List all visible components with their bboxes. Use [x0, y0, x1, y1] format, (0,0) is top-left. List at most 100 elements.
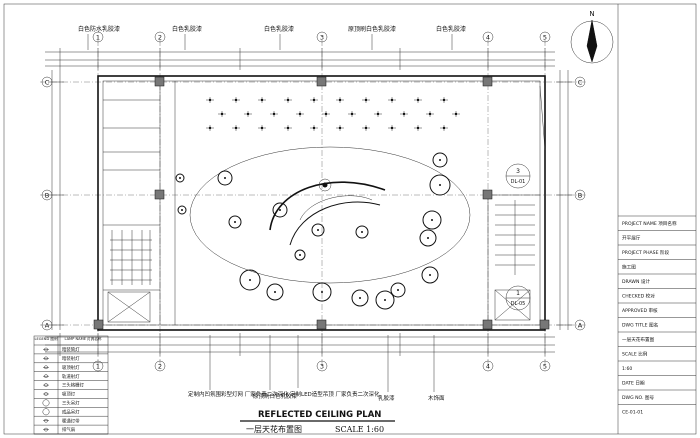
legend-row: 成品吊灯	[34, 408, 108, 417]
downlight-icon	[336, 97, 344, 103]
pendant-light-icon	[390, 282, 406, 298]
downlight-icon	[426, 111, 434, 117]
pendant-light-icon	[175, 173, 185, 183]
downlight-icon	[244, 111, 252, 117]
titleblock-field: PROJECT PHASE 阶段	[622, 249, 670, 256]
legend-lamp-name: 暗装筒灯	[62, 346, 80, 353]
lamp-symbol-icon	[42, 399, 50, 407]
legend-row: 排气扇	[34, 426, 108, 435]
downlight-icon	[310, 97, 318, 103]
downlight-icon	[232, 97, 240, 103]
grid-bubble-2: 2	[154, 31, 166, 43]
ceiling-note: 原顶刷白色乳胶漆	[348, 25, 396, 33]
feature-ceiling	[189, 146, 471, 284]
grid-bubble-4: 4	[482, 31, 494, 43]
titleblock-field: CE-01-01	[622, 410, 643, 416]
pendant-light-icon	[228, 215, 242, 229]
pendant-light-icon	[294, 249, 306, 261]
titleblock-field: 一层天花布置图	[622, 336, 655, 343]
grid-bubbles-left: C B A	[41, 76, 53, 331]
stair-right	[495, 200, 535, 275]
svg-text:DL-05: DL-05	[511, 301, 526, 307]
downlight-grid	[206, 97, 460, 131]
lamp-symbol-icon	[42, 408, 50, 416]
pendant-light-icon	[355, 225, 369, 239]
titleblock-field: DATE 日期	[622, 381, 645, 387]
downlight-icon	[322, 111, 330, 117]
svg-text:B: B	[45, 192, 49, 200]
dimension-lines-bottom	[45, 333, 555, 356]
section-mark-upper: 3 DL-01	[505, 163, 531, 189]
legend-lamp-name: 暖通灯带	[62, 417, 80, 424]
titleblock-field: CHECKED 校对	[622, 293, 655, 300]
svg-text:1: 1	[96, 34, 100, 42]
pendant-light-icon	[419, 229, 437, 247]
pendant-light-icon	[421, 266, 439, 284]
svg-text:3: 3	[320, 363, 324, 371]
stair-left	[110, 230, 152, 285]
pendant-light-icon	[177, 205, 187, 215]
svg-text:1: 1	[96, 363, 100, 371]
downlight-icon	[258, 97, 266, 103]
ceiling-note: 白色乳胶漆	[436, 25, 466, 33]
pendant-light-icon	[266, 283, 284, 301]
dimension-lines-side	[48, 70, 572, 330]
downlight-icon	[270, 111, 278, 117]
grid-bubbles-right: C B A	[574, 76, 586, 331]
legend-table: LEGEND 图例 LAMP NAME 灯具名称 暗装筒灯暗装射灯吸顶射灯轨道射…	[33, 335, 109, 435]
lamp-symbol-icon	[43, 392, 49, 396]
legend-header-lamp: LAMP NAME 灯具名称	[65, 336, 102, 341]
downlight-icon	[362, 125, 370, 131]
svg-text:DL-01: DL-01	[511, 179, 526, 185]
ceiling-note: 白色防水乳胶漆	[78, 25, 120, 33]
legend-header-legend: LEGEND 图例	[34, 336, 58, 341]
note-4: 乳胶漆	[378, 394, 395, 402]
downlight-icon	[218, 111, 226, 117]
legend-row: 轨道射灯	[34, 373, 108, 381]
svg-text:3: 3	[320, 34, 324, 42]
note-3: 定制LED造型吊顶 厂家负责二次深化	[290, 390, 380, 398]
lamp-symbol-icon	[43, 383, 49, 387]
svg-text:5: 5	[543, 363, 547, 371]
downlight-icon	[452, 111, 460, 117]
titleblock-field: DRAWN 设计	[622, 278, 650, 285]
legend-row: 三头格栅灯	[34, 382, 108, 390]
legend-lamp-name: 暗装射灯	[62, 355, 80, 362]
sheet-border	[3, 3, 697, 435]
legend-row: 三头吊灯	[34, 399, 108, 408]
downlight-icon	[440, 125, 448, 131]
svg-text:A: A	[45, 322, 50, 330]
lamp-symbol-icon	[43, 347, 49, 352]
downlight-icon	[348, 111, 356, 117]
downlight-icon	[374, 111, 382, 117]
svg-text:2: 2	[158, 363, 162, 371]
downlight-icon	[232, 125, 240, 131]
downlight-icon	[362, 97, 370, 103]
title-scale: SCALE 1:60	[335, 425, 384, 434]
pendant-light-icon	[311, 223, 325, 237]
note-1: 定制内凹氛围彩型灯网 厂家负责二次深化	[188, 390, 289, 398]
drawing-title-block: REFLECTED CEILING PLAN 一层天花布置图 SCALE 1:6…	[240, 410, 395, 434]
pendant-light-icon	[375, 290, 395, 310]
pendant-lights	[175, 152, 451, 310]
downlight-icon	[284, 125, 292, 131]
ceiling-note: 白色乳胶漆	[172, 25, 202, 33]
svg-text:3: 3	[516, 168, 520, 175]
downlight-icon	[284, 97, 292, 103]
legend-lamp-name: 轨道射灯	[62, 373, 80, 380]
legend-lamp-name: 吸顶射灯	[62, 364, 80, 371]
svg-text:5: 5	[543, 34, 547, 42]
note-2: 原顶刷白色乳胶漆	[253, 392, 298, 400]
legend-row: 暗装筒灯	[34, 346, 108, 355]
svg-text:C: C	[45, 79, 50, 87]
pendant-light-icon	[429, 174, 451, 196]
pendant-light-icon	[432, 152, 448, 168]
downlight-icon	[400, 111, 408, 117]
title-cn: 一层天花布置图	[246, 424, 302, 434]
downlight-icon	[258, 125, 266, 131]
svg-text:1: 1	[516, 290, 520, 297]
pendant-light-icon	[312, 282, 332, 302]
titleblock-field: APPROVED 审核	[622, 307, 658, 314]
svg-text:C: C	[578, 79, 583, 87]
